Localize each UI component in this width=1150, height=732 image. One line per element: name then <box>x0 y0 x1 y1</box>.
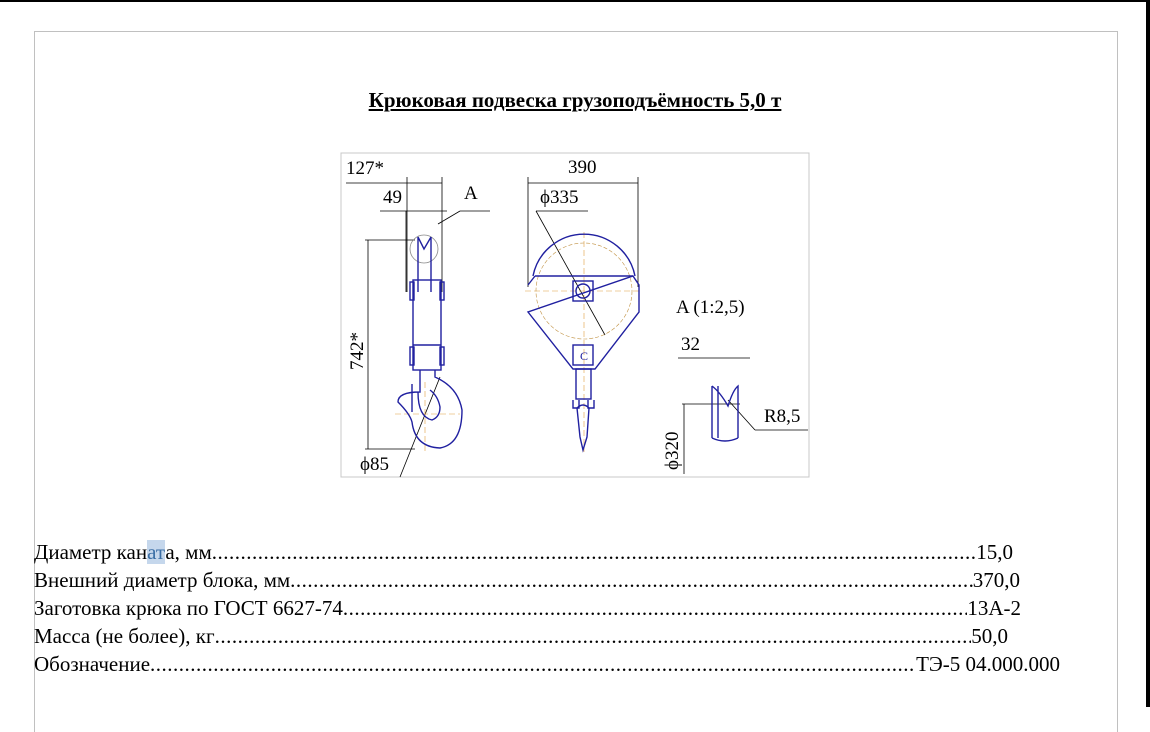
dim-32: 32 <box>681 334 700 355</box>
dot-leader <box>215 622 972 650</box>
spec-label: Внешний диаметр блока, мм <box>34 568 291 592</box>
dim-320: ϕ320 <box>662 431 683 470</box>
dim-335: ϕ335 <box>540 187 579 208</box>
spec-label: Диаметр каната, мм <box>34 538 212 566</box>
spec-list: Диаметр каната, мм 15,0 Внешний диаметр … <box>34 538 1060 678</box>
hook-side-view <box>397 234 463 449</box>
view-a-label: A <box>464 183 478 204</box>
text-selection[interactable]: ат <box>147 540 166 564</box>
spec-value: ТЭ-5 04.000.000 <box>916 652 1060 676</box>
dot-leader <box>150 650 916 678</box>
dim-390: 390 <box>568 157 597 178</box>
dim-742: 742* <box>347 332 368 370</box>
center-lines <box>395 232 640 452</box>
dot-leader <box>343 594 967 622</box>
title-text: Крюковая подвеска грузоподъёмность 5,0 т <box>368 88 782 112</box>
spec-value: 15,0 <box>976 540 1013 564</box>
spec-row-designation: Обозначение ТЭ-5 04.000.000 <box>34 650 1060 678</box>
spec-row-hook-blank: Заготовка крюка по ГОСТ 6627-74 13А-2 <box>34 594 1021 622</box>
label-part: Диаметр кан <box>34 540 148 564</box>
svg-text:C: C <box>580 349 588 363</box>
dot-leader <box>290 566 973 594</box>
spec-label: Обозначение <box>34 652 151 676</box>
spec-value: 370,0 <box>972 568 1020 592</box>
spec-label: Заготовка крюка по ГОСТ 6627-74 <box>34 596 343 620</box>
dim-r85: R8,5 <box>764 406 800 427</box>
dimension-lines <box>346 177 808 478</box>
detail-title: A (1:2,5) <box>676 297 745 318</box>
dim-85: ϕ85 <box>360 454 389 475</box>
hook-block-drawing: C 127* 49 A 742* ϕ85 390 ϕ335 A (1:2,5) … <box>340 152 810 478</box>
detail-a-view <box>711 384 739 442</box>
page-margin-box <box>34 31 1118 732</box>
window-top-border <box>0 0 1150 2</box>
spec-row-rope-diameter: Диаметр каната, мм 15,0 <box>34 538 1013 566</box>
label-part: а, мм <box>165 540 212 564</box>
spec-label: Масса (не более), кг <box>34 624 215 648</box>
drawing-frame <box>340 152 810 478</box>
dot-leader <box>212 538 977 566</box>
page-title: Крюковая подвеска грузоподъёмность 5,0 т <box>0 88 1150 113</box>
spec-row-mass: Масса (не более), кг 50,0 <box>34 622 1008 650</box>
dim-127: 127* <box>346 158 384 179</box>
dim-49: 49 <box>383 187 402 208</box>
window-right-border <box>1146 0 1150 707</box>
spec-value: 13А-2 <box>967 596 1021 620</box>
block-front-view: C <box>526 233 640 453</box>
spec-row-block-diameter: Внешний диаметр блока, мм 370,0 <box>34 566 1020 594</box>
spec-value: 50,0 <box>971 624 1008 648</box>
